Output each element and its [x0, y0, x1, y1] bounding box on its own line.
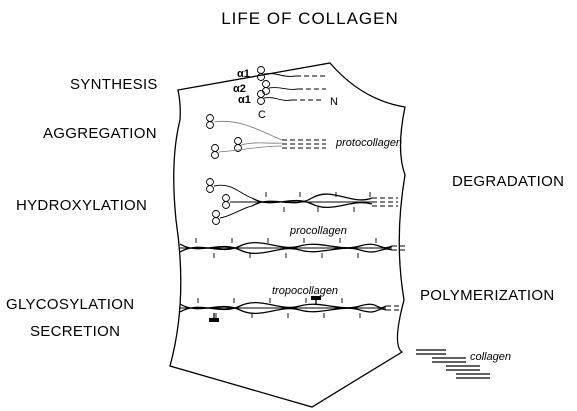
stage-degradation: DEGRADATION	[452, 173, 564, 190]
stage-aggregation: AGGREGATION	[43, 125, 157, 142]
stage-polymerization: POLYMERIZATION	[420, 287, 555, 304]
diagram-title: LIFE OF COLLAGEN	[221, 9, 399, 28]
chain-label-alpha1-bottom: α1	[238, 94, 251, 106]
n-terminus-label: N	[330, 96, 338, 108]
stage-secretion: SECRETION	[30, 323, 120, 340]
hydroxylated-molecule	[207, 179, 399, 225]
protocollagen-molecule: protocollagen	[207, 115, 403, 159]
chain-label-alpha1-top: α1	[237, 68, 250, 80]
collagen-label: collagen	[470, 351, 511, 363]
procollagen-label: procollagen	[289, 225, 347, 237]
synthesis-chains: α1 α2 α1 N C	[233, 67, 338, 122]
stage-synthesis: SYNTHESIS	[70, 76, 158, 93]
tropocollagen-molecule: tropocollagen	[180, 285, 400, 322]
stage-hydroxylation: HYDROXYLATION	[16, 197, 147, 214]
cell-outline	[170, 63, 405, 407]
sugar-attachment-top	[311, 296, 321, 300]
procollagen-molecule: procollagen	[180, 225, 406, 258]
stage-glycosylation: GLYCOSYLATION	[6, 296, 134, 313]
collagen-fibrils: collagen	[416, 350, 511, 378]
c-terminus-label: C	[258, 109, 266, 121]
protocollagen-label: protocollagen	[335, 137, 402, 149]
sugar-attachment-bottom	[209, 318, 219, 322]
tropocollagen-label: tropocollagen	[272, 285, 338, 297]
